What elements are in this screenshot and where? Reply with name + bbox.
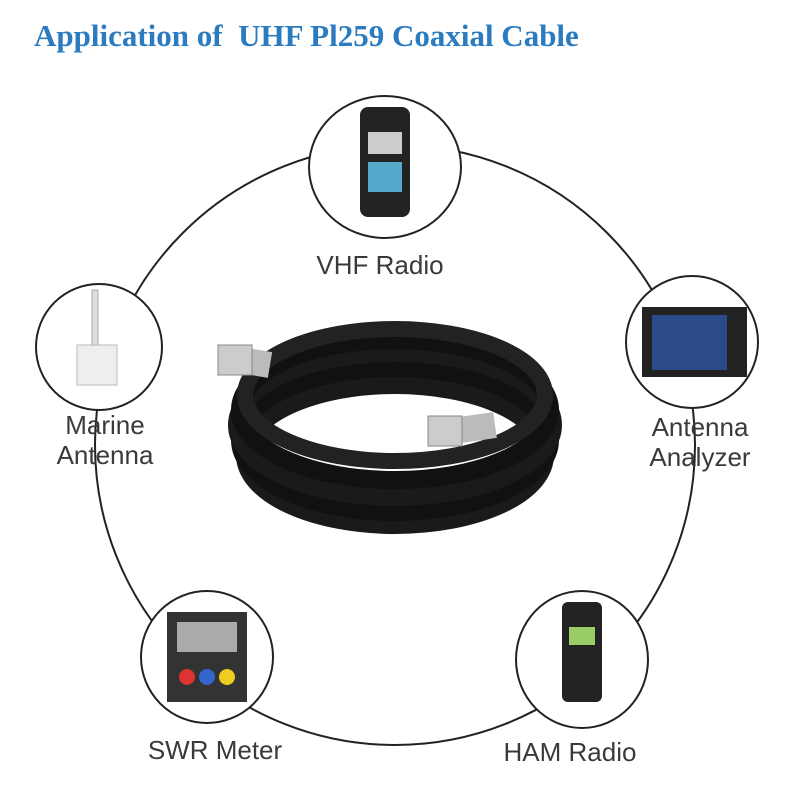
label-marine-antenna: Marine Antenna: [20, 410, 190, 470]
label-antenna-analyzer: Antenna Analyzer: [610, 412, 790, 472]
vhf-radio-icon: [360, 107, 410, 217]
label-line: Analyzer: [649, 442, 751, 472]
swr-meter-node: [140, 590, 274, 724]
ham-radio-node: [515, 590, 649, 729]
coaxial-cable-coil-image: [217, 321, 562, 534]
label-line: Marine: [65, 410, 145, 440]
ham-radio-icon: [562, 602, 602, 702]
page-title: Application of UHF Pl259 Coaxial Cable: [34, 18, 579, 53]
label-vhf-radio: VHF Radio: [316, 250, 444, 280]
antenna-analyzer-node: [625, 275, 759, 409]
swr-meter-icon: [167, 612, 247, 702]
label-swr-meter: SWR Meter: [147, 735, 283, 765]
marine-antenna-icon: [76, 289, 118, 386]
label-line: Antenna: [56, 440, 154, 470]
marine-antenna-node: [35, 283, 163, 411]
antenna-analyzer-icon: [642, 307, 747, 377]
label-line: Antenna: [651, 412, 749, 442]
label-ham-radio: HAM Radio: [503, 737, 637, 767]
vhf-radio-node: [308, 95, 462, 239]
